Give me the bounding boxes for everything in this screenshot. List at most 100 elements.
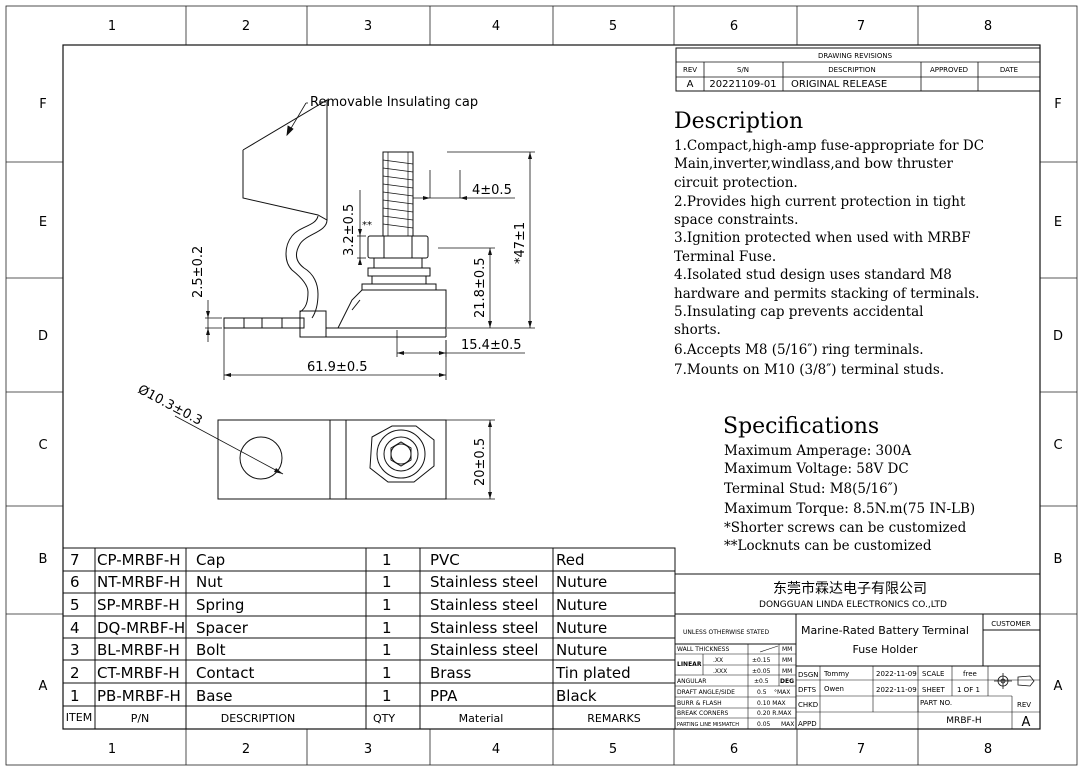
bom-item: 4 bbox=[70, 619, 80, 637]
base-body bbox=[326, 289, 447, 329]
top-dimension-labels: Ø10.3±0.3 20±0.5 bbox=[135, 382, 488, 486]
col-label: 4 bbox=[492, 19, 500, 34]
part-number: MRBF-H bbox=[946, 716, 981, 726]
top-view-arrows bbox=[274, 420, 492, 499]
description-header: DESCRIPTION bbox=[828, 66, 875, 74]
spring-washer bbox=[371, 275, 427, 285]
dim-diameter: Ø10.3±0.3 bbox=[135, 382, 205, 428]
chkd-label: CHKD bbox=[798, 701, 818, 709]
corners-value: 0.20 R.MAX bbox=[757, 710, 792, 717]
col-label: 6 bbox=[730, 19, 738, 34]
draft-value: 0.5 bbox=[757, 689, 767, 696]
top-view bbox=[174, 415, 495, 500]
wall-thickness-label: WALL THICKNESS bbox=[677, 646, 729, 653]
bom-qty: 1 bbox=[382, 619, 392, 637]
row-label: F bbox=[1054, 97, 1061, 112]
bom-qty: 1 bbox=[382, 551, 392, 569]
burr-label: BURR & FLASH bbox=[677, 700, 722, 707]
bom-qty: 1 bbox=[382, 573, 392, 591]
bom-remarks: Red bbox=[556, 551, 585, 569]
bom-remarks: Tin plated bbox=[555, 664, 631, 682]
bom-material: Stainless steel bbox=[430, 573, 538, 591]
dfts-name: Owen bbox=[824, 685, 844, 693]
scale-label: SCALE bbox=[922, 670, 944, 678]
linear-xxx-unit: MM bbox=[782, 668, 792, 675]
spec-line: Maximum Torque: 8.5N.m(75 IN-LB) bbox=[724, 501, 975, 517]
spec-line: Terminal Stud: M8(5/16″) bbox=[724, 481, 898, 497]
col-label: 1 bbox=[108, 742, 116, 757]
col-label: 6 bbox=[730, 742, 738, 757]
bom-remarks: Nuture bbox=[556, 596, 607, 614]
bom-material: PPA bbox=[430, 687, 458, 705]
bom-header-material: Material bbox=[459, 712, 504, 725]
dsgn-label: DSGN bbox=[798, 671, 819, 679]
bom-remarks: Nuture bbox=[556, 573, 607, 591]
side-view bbox=[223, 99, 447, 338]
row-label: D bbox=[1053, 329, 1063, 344]
col-label: 3 bbox=[364, 19, 372, 34]
bom-desc: Base bbox=[196, 687, 233, 705]
bom-pn: CT-MRBF-H bbox=[97, 664, 180, 682]
bom-item: 5 bbox=[70, 596, 80, 614]
angular-label: ANGULAR bbox=[677, 678, 706, 685]
row-label: C bbox=[38, 438, 47, 453]
row-label: B bbox=[1054, 552, 1063, 567]
approved-header: APPROVED bbox=[930, 66, 968, 74]
description-line: shorts. bbox=[674, 322, 721, 338]
parting-unit: MAX bbox=[781, 721, 794, 728]
col-label: 8 bbox=[984, 742, 992, 757]
projection-symbol-icon bbox=[994, 673, 1035, 689]
insulating-cap-callout: Removable Insulating cap bbox=[310, 95, 478, 110]
description-section: Description 1.Compact,high-amp fuse-appr… bbox=[674, 109, 984, 378]
company-name-cn: 东莞市霖达电子有限公司 bbox=[773, 580, 927, 597]
dim-2-5: 2.5±0.2 bbox=[191, 246, 206, 298]
row-label: D bbox=[38, 329, 48, 344]
outer-border bbox=[5, 5, 1078, 766]
spec-line: *Shorter screws can be customized bbox=[724, 520, 967, 536]
col-label: 2 bbox=[242, 742, 250, 757]
company-name-en: DONGGUAN LINDA ELECTRONICS CO.,LTD bbox=[759, 600, 947, 610]
col-label: 3 bbox=[364, 742, 372, 757]
bom-item: 2 bbox=[70, 664, 80, 682]
bom-table: 7 CP-MRBF-H Cap 1 PVC Red 6 NT-MRBF-H Nu… bbox=[62, 547, 676, 730]
draft-unit: °MAX bbox=[774, 689, 790, 696]
bom-header-item: ITEM bbox=[66, 711, 92, 724]
bom-material: PVC bbox=[430, 551, 460, 569]
title-block: 东莞市霖达电子有限公司 DONGGUAN LINDA ELECTRONICS C… bbox=[674, 573, 1041, 730]
bom-item: 3 bbox=[70, 641, 80, 659]
bom-desc: Nut bbox=[196, 573, 223, 591]
nut-flange bbox=[373, 257, 423, 269]
dfts-date: 2022-11-09 bbox=[876, 686, 917, 694]
bom-desc: Spacer bbox=[196, 619, 249, 637]
description-line: hardware and permits stacking of termina… bbox=[674, 286, 979, 302]
date-header: DATE bbox=[1000, 66, 1018, 74]
revision-block: DRAWING REVISIONS REV S/N DESCRIPTION AP… bbox=[675, 47, 1041, 92]
contact-plate bbox=[361, 283, 437, 291]
bom-remarks: Nuture bbox=[556, 619, 607, 637]
description-line: 2.Provides high current protection in ti… bbox=[674, 194, 966, 210]
contact-bar bbox=[223, 317, 305, 329]
parting-value: 0.05 bbox=[757, 721, 771, 728]
sn-value: 20221109-01 bbox=[709, 79, 776, 90]
linear-xx: .XX bbox=[713, 657, 723, 664]
bom-qty: 1 bbox=[382, 641, 392, 659]
bom-pn: BL-MRBF-H bbox=[97, 641, 180, 659]
revision-letter: A bbox=[1022, 715, 1031, 730]
washer bbox=[367, 267, 431, 277]
revision-description: ORIGINAL RELEASE bbox=[791, 79, 887, 90]
dim-15-4: 15.4±0.5 bbox=[461, 338, 522, 353]
row-label: A bbox=[39, 679, 48, 694]
col-label: 1 bbox=[108, 19, 116, 34]
side-dimension-arrows bbox=[206, 152, 532, 377]
linear-xx-unit: MM bbox=[782, 657, 792, 664]
col-label: 2 bbox=[242, 19, 250, 34]
specifications-heading: Specifications bbox=[723, 414, 879, 439]
description-line: circuit protection. bbox=[674, 175, 798, 191]
linear-xx-value: ±0.15 bbox=[752, 657, 771, 664]
bom-desc: Bolt bbox=[196, 641, 226, 659]
description-heading: Description bbox=[674, 109, 803, 134]
bom-material: Stainless steel bbox=[430, 596, 538, 614]
sheet-label: SHEET bbox=[922, 686, 946, 694]
bom-qty: 1 bbox=[382, 687, 392, 705]
